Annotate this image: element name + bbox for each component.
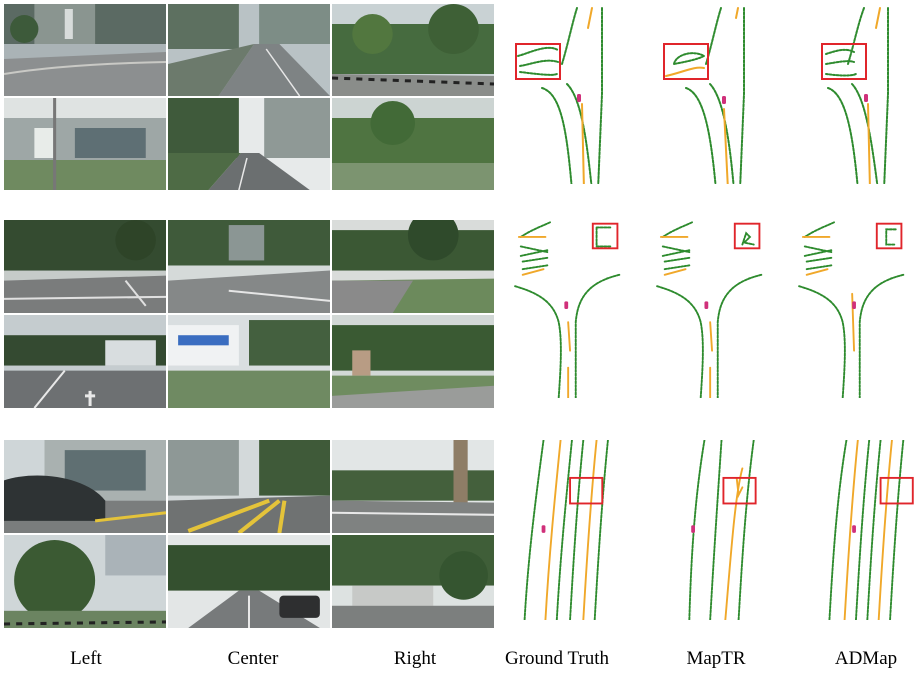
row2-map-ground-truth (502, 218, 640, 398)
row2-cam-back (168, 315, 330, 408)
row3-map-ground-truth (502, 440, 640, 620)
row1-map-admap (786, 4, 920, 184)
row2-cam-front-right (332, 220, 494, 313)
row2-map-admap (786, 218, 920, 398)
row3-cam-front-right (332, 440, 494, 533)
row3-cam-front (168, 440, 330, 533)
row3-map-maptr (644, 440, 782, 620)
row1-camera-grid (4, 4, 494, 190)
row1-map-maptr (644, 4, 782, 184)
label-left: Left (70, 648, 102, 669)
row1-cam-front (168, 4, 330, 96)
row1-cam-front-left (4, 4, 166, 96)
row3-camera-grid (4, 440, 494, 628)
row1-cam-front-right (332, 4, 494, 96)
row2-cam-back-left (4, 315, 166, 408)
label-admap: ADMap (834, 648, 898, 669)
row3-cam-back-right (332, 535, 494, 628)
label-maptr: MapTR (686, 648, 746, 669)
row2-map-maptr (644, 218, 782, 398)
row2-cam-back-right (332, 315, 494, 408)
row3-cam-back (168, 535, 330, 628)
row1-cam-back (168, 98, 330, 190)
row2-cam-front-left (4, 220, 166, 313)
row1-map-ground-truth (502, 4, 640, 184)
label-right: Right (393, 648, 437, 669)
row1-cam-back-right (332, 98, 494, 190)
row1-cam-back-left (4, 98, 166, 190)
row2-camera-grid (4, 220, 494, 408)
label-ground-truth: Ground Truth (505, 648, 609, 669)
label-center: Center (227, 648, 279, 669)
row3-cam-back-left (4, 535, 166, 628)
row3-map-admap (786, 440, 920, 620)
row3-cam-front-left (4, 440, 166, 533)
row2-cam-front (168, 220, 330, 313)
column-labels: Left Center Right Ground Truth MapTR ADM… (0, 648, 920, 676)
